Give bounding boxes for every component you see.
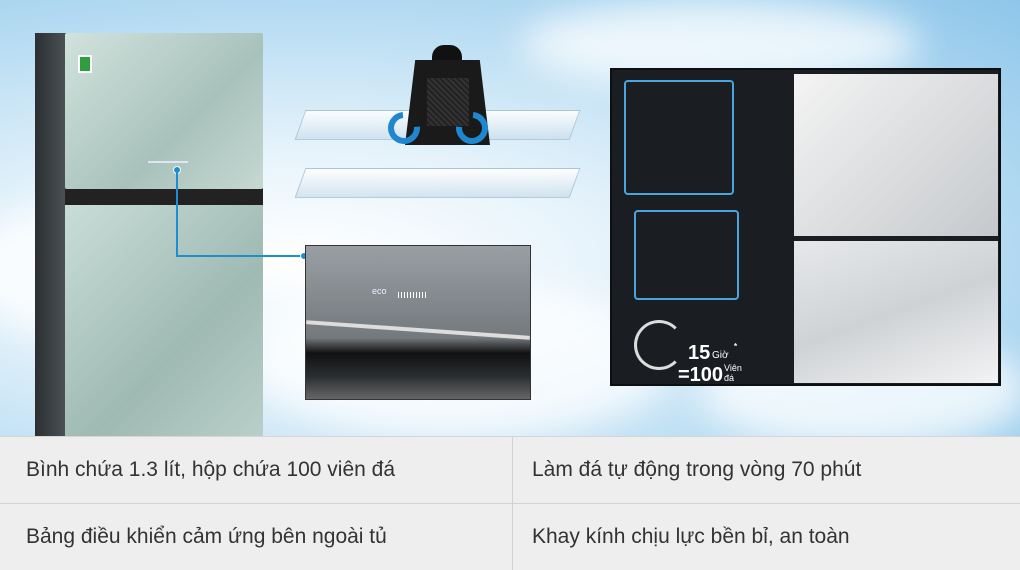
hours-unit: Giờ (712, 350, 729, 361)
energy-label (78, 55, 92, 73)
feature-cell: Làm đá tự động trong vòng 70 phút (532, 458, 862, 481)
glass-shelf (294, 168, 581, 198)
control-panel-closeup: eco (305, 245, 531, 400)
cubes-value: =100 (678, 364, 724, 386)
cubes-unit: Viên (724, 363, 742, 373)
timer-cycle-icon (634, 320, 684, 370)
freezer-door (65, 33, 263, 189)
feature-cell: Bảng điều khiển cảm ứng bên ngoài tủ (26, 525, 387, 548)
product-banner: eco 15 Giờ * =100 Viên đá (0, 0, 1020, 436)
ice-tray-image (405, 60, 490, 145)
eco-label: eco (372, 286, 387, 296)
refrigerator-image (35, 33, 263, 436)
control-panel-strip (148, 161, 188, 171)
ice-bucket-diagram (634, 210, 739, 300)
ice-maker-panel: 15 Giờ * =100 Viên đá (610, 68, 1001, 386)
asterisk: * (734, 342, 738, 351)
feature-cell: Khay kính chịu lực bền bỉ, an toàn (532, 525, 850, 548)
callout-line (176, 170, 178, 256)
water-tank-photo (794, 241, 998, 383)
hours-value: 15 (688, 342, 711, 364)
callout-line (176, 255, 306, 257)
temperature-bars (398, 292, 428, 298)
row-divider (0, 503, 1020, 504)
column-divider (512, 437, 513, 570)
feature-table: Bình chứa 1.3 lít, hộp chứa 100 viên đá … (0, 436, 1020, 570)
ice-maker-diagram (624, 80, 734, 195)
feature-cell: Bình chứa 1.3 lít, hộp chứa 100 viên đá (26, 458, 396, 481)
cubes-unit: đá (724, 373, 735, 383)
ice-maker-photo (794, 74, 998, 236)
fridge-door (65, 205, 263, 436)
